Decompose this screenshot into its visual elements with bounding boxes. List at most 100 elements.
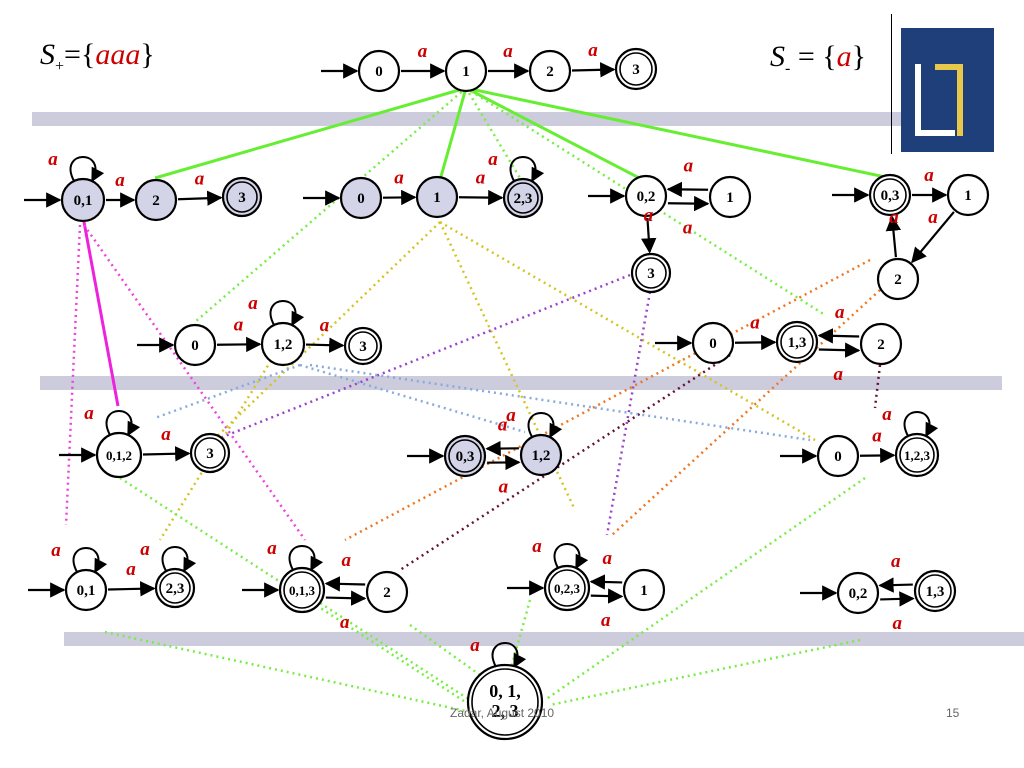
state-label: 1,3 (926, 584, 945, 600)
self-loop-arrow (72, 547, 108, 574)
band-middle (40, 376, 1002, 390)
transition-arrows (24, 62, 955, 669)
state-label: 0,1 (74, 193, 93, 209)
state-e12: 1,2 (260, 321, 306, 367)
state-label: 3 (647, 266, 655, 282)
edge-label-a: a (835, 302, 845, 323)
state-label: 0,1,3 (289, 583, 316, 598)
state-d03: 0,3 (868, 173, 912, 217)
edge-label-a: a (248, 293, 258, 314)
state-label: 0 (357, 191, 365, 207)
state-d1: 1 (946, 173, 990, 217)
state-f0: 0 (691, 321, 735, 365)
edge-label-a: a (267, 538, 277, 559)
state-t3: 3 (614, 47, 658, 91)
state-k2: 2 (365, 570, 409, 614)
self-loop-arrow (553, 543, 589, 570)
state-label: 2 (877, 337, 885, 353)
state-label: 1 (433, 190, 441, 206)
state-m02: 0,2 (836, 571, 880, 615)
self-loop-arrow (105, 410, 141, 437)
footer-text: Zadar, August 2010 (450, 706, 555, 720)
state-label: 0,2 (637, 189, 656, 205)
state-label: 3 (632, 62, 640, 78)
edge-label-a: a (603, 548, 613, 569)
edge-label-a: a (601, 610, 611, 631)
edge-label-a: a (48, 149, 58, 170)
state-label: 3 (206, 446, 214, 462)
transition-arrow (571, 62, 616, 78)
state-b1: 1 (415, 175, 459, 219)
edge-label-a: a (889, 207, 899, 228)
state-label: 0, 1, (489, 681, 521, 701)
university-logo (901, 28, 994, 152)
state-label: 2 (546, 64, 554, 80)
state-label: 1 (964, 188, 972, 204)
state-j01: 0,1 (64, 568, 108, 612)
state-label: 3 (238, 190, 246, 206)
state-i0: 0 (816, 434, 860, 478)
edge-label-a: a (195, 168, 205, 189)
state-c1: 1 (708, 175, 752, 219)
edge-label-a: a (683, 217, 693, 238)
edge-label-a: a (928, 207, 938, 228)
edge-label-a: a (161, 424, 171, 445)
transition-arrow (142, 446, 191, 462)
edge-label-a: a (234, 315, 244, 336)
transition-arrow (878, 577, 913, 593)
edge-label-a: a (750, 313, 760, 334)
dotted-links (64, 86, 882, 714)
state-b23: 2,3 (502, 177, 544, 219)
band-bottom (64, 632, 1024, 646)
state-a2: 2 (134, 178, 178, 222)
state-e0: 0 (173, 323, 217, 367)
state-label: 1 (726, 190, 734, 206)
self-loop-arrow (527, 412, 563, 439)
state-label: 1,3 (788, 335, 807, 351)
transition-arrow (590, 588, 624, 604)
edge-label-a: a (588, 40, 598, 61)
edge-label-a: a (394, 168, 404, 189)
edge-label-a: a (834, 364, 844, 385)
transition-arrow (458, 189, 504, 206)
logo-divider (891, 14, 892, 154)
edge-label-a: a (140, 539, 150, 560)
edge-label-a: a (891, 551, 901, 572)
state-f2: 2 (859, 322, 903, 366)
state-t2: 2 (528, 49, 572, 93)
state-label: 3 (359, 339, 367, 355)
state-label: 0,1,2 (106, 448, 132, 463)
band-top (32, 112, 992, 126)
state-i123: 1,2,3 (894, 432, 940, 478)
state-label: 2 (152, 193, 160, 209)
state-k013: 0,1,3 (278, 566, 326, 614)
transition-arrow (589, 574, 623, 590)
self-loop-arrow (903, 411, 939, 438)
edge-label-a: a (532, 536, 542, 557)
state-c3: 3 (630, 252, 672, 294)
edge-label-a: a (882, 404, 892, 425)
edge-label-a: a (418, 41, 428, 62)
state-label: 0 (834, 449, 842, 465)
state-a01: 0,1 (60, 177, 106, 223)
edge-label-a: a (320, 315, 330, 336)
edge-label-a: a (51, 540, 61, 561)
edge-label-a: a (506, 405, 516, 426)
state-l023: 0,2,3 (543, 564, 591, 612)
state-label: 1,2 (274, 337, 293, 353)
state-f13: 1,3 (775, 320, 819, 364)
edge-label-a: a (644, 205, 654, 226)
state-label: 2 (383, 585, 391, 601)
edge-label-a: a (499, 476, 509, 497)
state-j23: 2,3 (154, 567, 196, 609)
state-label: 0 (375, 64, 383, 80)
state-label: 0,3 (456, 449, 475, 465)
transition-arrow (885, 215, 902, 258)
state-label: 0 (191, 338, 199, 354)
transition-arrow (880, 591, 915, 607)
edge-label-a: a (924, 165, 934, 186)
state-label: 0,3 (881, 188, 900, 204)
